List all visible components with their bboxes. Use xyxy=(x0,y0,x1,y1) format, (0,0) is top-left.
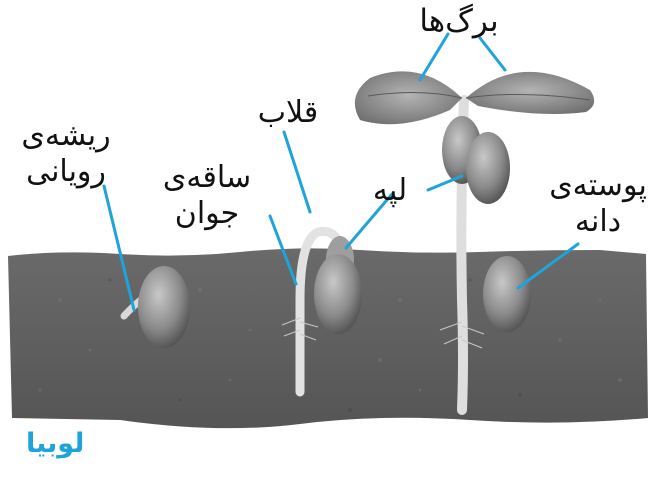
label-seed-coat-line2: دانه xyxy=(540,204,656,240)
label-seed-coat-line1: پوسته‌ی xyxy=(540,168,656,204)
bean-seed-2 xyxy=(314,254,362,334)
label-cotyledon: لپه xyxy=(350,174,430,209)
label-leaves: برگ‌ها xyxy=(384,4,534,40)
leader-leaves-right xyxy=(480,38,505,70)
label-embryonic-root-line1: ریشه‌ی xyxy=(4,118,128,154)
label-embryonic-root: ریشه‌ی رویانی xyxy=(4,118,128,190)
leaf-left xyxy=(355,71,462,124)
caption-bean: لوبیا xyxy=(26,428,84,459)
label-young-stem: ساقه‌ی جوان xyxy=(152,160,262,232)
label-hook: قلاب xyxy=(238,96,338,131)
leaf-right xyxy=(466,72,594,114)
leader-leaves-left xyxy=(420,34,448,80)
bean-seed-4 xyxy=(483,256,531,332)
label-young-stem-line2: جوان xyxy=(152,196,262,232)
label-embryonic-root-line2: رویانی xyxy=(4,154,128,190)
bean-seed-1 xyxy=(138,266,190,348)
leader-hook xyxy=(284,132,310,212)
label-young-stem-line1: ساقه‌ی xyxy=(152,160,262,196)
label-seed-coat: پوسته‌ی دانه xyxy=(540,168,656,240)
cotyledon-3b xyxy=(466,132,510,204)
